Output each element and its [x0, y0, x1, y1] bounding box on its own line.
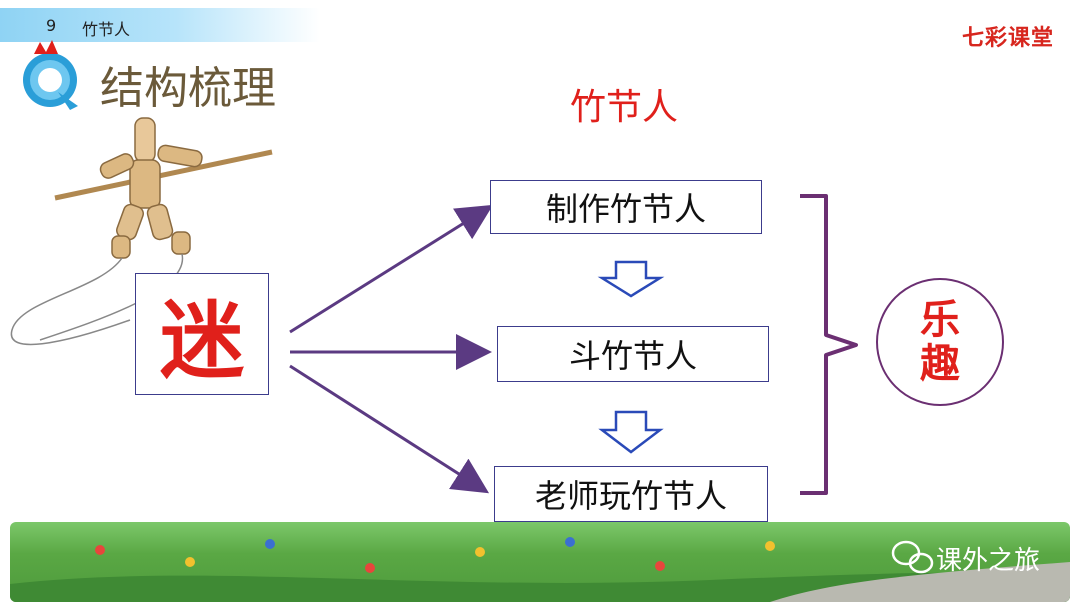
result-char-2: 趣 — [920, 341, 960, 387]
banner-art — [10, 537, 1070, 602]
step-box-2: 斗竹节人 — [497, 326, 769, 382]
bamboo-puppet-image — [10, 117, 273, 346]
source-label-box: 迷 — [135, 273, 269, 395]
step-label: 制作竹节人 — [545, 190, 706, 228]
down-arrow-icon — [598, 410, 664, 454]
arrow-to-step-1 — [289, 204, 494, 334]
lesson-number: 9 — [46, 16, 57, 35]
wechat-icon — [891, 540, 934, 574]
step-box-3: 老师玩竹节人 — [494, 466, 768, 522]
brand-logo: 七彩课堂 — [961, 26, 1054, 51]
q-mascot-icon — [23, 40, 78, 110]
source-label: 迷 — [159, 291, 244, 390]
down-arrow-icon — [597, 260, 665, 298]
watermark-text: 课外之旅 — [935, 546, 1040, 576]
step-box-1: 制作竹节人 — [490, 180, 762, 234]
diagram-title: 竹节人 — [570, 87, 679, 128]
section-title: 结构梳理 — [100, 63, 276, 114]
brace-connector — [800, 194, 858, 495]
step-label: 斗竹节人 — [568, 337, 697, 375]
arrow-to-step-3 — [289, 364, 490, 494]
lesson-bar — [0, 8, 320, 42]
result-circle: 乐 趣 — [876, 278, 1004, 406]
result-char-1: 乐 — [920, 297, 960, 343]
lesson-title: 竹节人 — [82, 20, 131, 39]
step-label: 老师玩竹节人 — [534, 477, 727, 515]
playground-banner-image — [10, 522, 1070, 602]
